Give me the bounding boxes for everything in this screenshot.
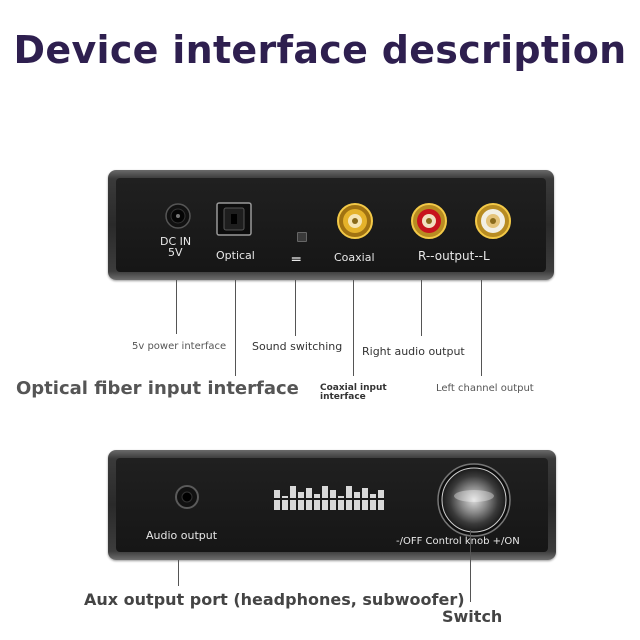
callout-line-switch (295, 280, 296, 336)
output-label: R--output--L (418, 249, 490, 263)
callout-line-power (176, 280, 177, 334)
led-display-icon (274, 486, 384, 510)
callout-line-knob (470, 530, 471, 602)
rear-panel-device: DC IN 5V Optical ═ Coaxial (108, 170, 554, 280)
rca-jack-icon (411, 203, 447, 239)
optical-label: Optical (216, 249, 255, 262)
callout-left-channel: Left channel output (436, 383, 534, 394)
audio-output-label: Audio output (146, 529, 218, 542)
callout-right-audio: Right audio output (362, 345, 465, 358)
switch-button-icon[interactable] (297, 232, 307, 242)
coaxial-label: Coaxial (334, 251, 375, 264)
callout-switch: Switch (442, 607, 503, 626)
rca-jack-icon (337, 203, 373, 239)
dc-in-label: DC IN (160, 235, 192, 248)
front-panel-device: Audio output (108, 450, 556, 560)
dc-volts-label: 5V (168, 246, 183, 259)
dc-jack-icon (165, 203, 191, 229)
callout-aux: Aux output port (headphones, subwoofer) (84, 590, 465, 609)
aux-jack-icon (175, 485, 199, 509)
callout-line-left (481, 280, 482, 376)
callout-coaxial-line2: interface (320, 392, 366, 402)
switch-mark: ═ (292, 252, 301, 268)
optical-port-icon (216, 202, 252, 236)
callout-sound-switching: Sound switching (252, 340, 343, 353)
rear-panel-face: DC IN 5V Optical ═ Coaxial (116, 178, 546, 272)
callout-optical-input: Optical fiber input interface (16, 378, 299, 399)
front-panel-face: Audio output (116, 458, 548, 552)
callout-coaxial-line1: Coaxial input (320, 383, 387, 393)
rca-jack-icon (475, 203, 511, 239)
volume-knob-icon[interactable] (436, 462, 512, 538)
page-title: Device interface description (13, 28, 627, 72)
callout-line-aux (178, 560, 179, 586)
callout-power: 5v power interface (132, 341, 227, 352)
callout-line-coaxial (353, 280, 354, 376)
callout-line-right (421, 280, 422, 336)
knob-label: -/OFF Control knob +/ON (396, 536, 520, 547)
callout-line-optical (235, 280, 236, 376)
